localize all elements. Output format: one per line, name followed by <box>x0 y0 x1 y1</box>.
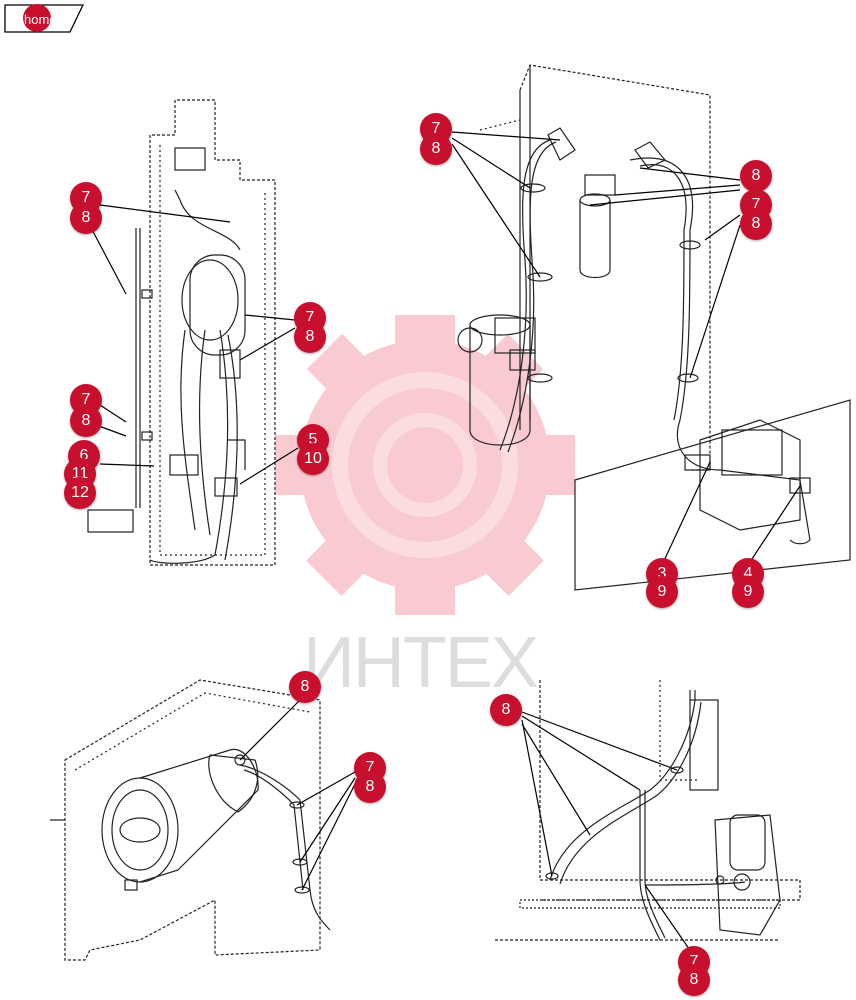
home-tab-shape <box>4 4 84 33</box>
callout-marker[interactable]: 8 <box>354 771 386 803</box>
watermark-gear-logo <box>275 315 575 615</box>
watermark-brand-text: ИНТЕХ <box>303 623 539 703</box>
callout-marker[interactable]: 8 <box>490 694 522 726</box>
top-left-assembly-drawing <box>87 99 276 566</box>
callout-marker[interactable]: 8 <box>294 321 326 353</box>
callout-marker[interactable]: 9 <box>732 576 764 608</box>
top-right-leader-lines <box>451 131 801 566</box>
callout-marker[interactable]: 8 <box>289 671 321 703</box>
callout-marker[interactable]: 8 <box>740 160 772 192</box>
callout-marker[interactable]: 12 <box>64 477 96 509</box>
callout-marker[interactable]: 8 <box>70 202 102 234</box>
callout-marker[interactable]: 8 <box>678 964 710 996</box>
bottom-right-assembly-drawing <box>495 680 801 941</box>
bottom-right-leader-lines <box>521 711 695 957</box>
bottom-left-leader-lines <box>239 699 356 891</box>
top-left-leader-lines <box>87 204 299 485</box>
watermark-gear-inner <box>332 372 518 558</box>
bottom-left-assembly-drawing <box>50 679 331 961</box>
top-right-assembly-drawing <box>457 64 851 591</box>
home-button[interactable]: home <box>4 4 84 33</box>
home-label: home <box>24 12 57 27</box>
callout-marker[interactable]: 10 <box>297 443 329 475</box>
callout-marker[interactable]: 9 <box>646 576 678 608</box>
callout-marker[interactable]: 8 <box>70 405 102 437</box>
callout-marker[interactable]: 8 <box>420 133 452 165</box>
callout-marker[interactable]: 8 <box>740 208 772 240</box>
